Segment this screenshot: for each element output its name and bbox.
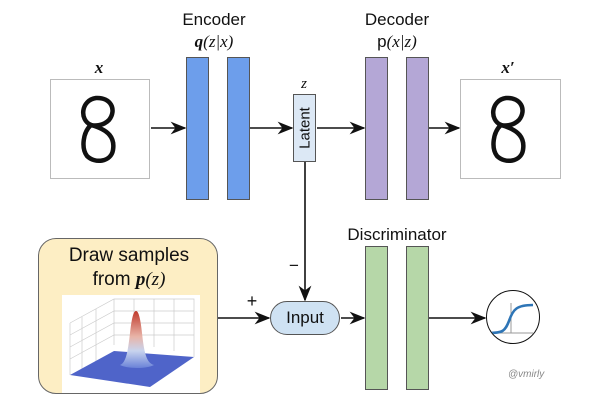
encoder-formula-q: q <box>194 32 204 51</box>
discriminator-layer-1 <box>365 246 388 390</box>
decoder-layer-2 <box>406 57 429 200</box>
prior-line-2-args: (z) <box>145 269 166 290</box>
latent-box: Latent <box>293 94 316 162</box>
encoder-layer-2 <box>227 57 250 200</box>
decoder-title: Decoder <box>364 10 430 29</box>
latent-var-label: z <box>301 76 307 92</box>
decoder-formula-p: p <box>377 32 387 51</box>
decoder-layer-1 <box>365 57 388 200</box>
encoder-formula: q(z|x) <box>195 32 234 52</box>
sigmoid-curve-icon <box>488 303 534 335</box>
output-image-label: x′ <box>501 58 515 77</box>
prior-line-1: Draw samples <box>68 245 190 266</box>
minus-sign: − <box>289 256 299 275</box>
sigmoid-output-node <box>486 290 540 344</box>
digit-eight-icon <box>491 95 526 164</box>
input-node: Input <box>270 301 340 335</box>
latent-label: Latent <box>296 107 313 149</box>
digit-eight-icon <box>81 95 116 164</box>
prior-line-2: from p(z) <box>93 269 166 291</box>
decoder-formula: p(x|z) <box>377 32 417 52</box>
prior-line-2-p: p <box>135 269 146 290</box>
discriminator-layer-2 <box>406 246 429 390</box>
discriminator-title: Discriminator <box>347 225 447 244</box>
prior-sample-box: Draw samples from p(z) <box>38 238 218 394</box>
decoder-formula-args: (x|z) <box>386 32 417 51</box>
gaussian-3d-icon <box>69 298 195 387</box>
plus-sign: + <box>246 291 258 311</box>
encoder-title: Encoder <box>182 10 246 29</box>
input-digit-image <box>50 79 150 179</box>
encoder-formula-args: (z|x) <box>203 32 234 51</box>
author-watermark: @vmirly <box>508 369 545 380</box>
prior-line-2-prefix: from <box>92 269 136 290</box>
gaussian-surface-plot <box>62 295 200 393</box>
encoder-layer-1 <box>186 57 209 200</box>
input-image-label: x <box>94 58 104 77</box>
output-digit-image <box>460 79 561 179</box>
